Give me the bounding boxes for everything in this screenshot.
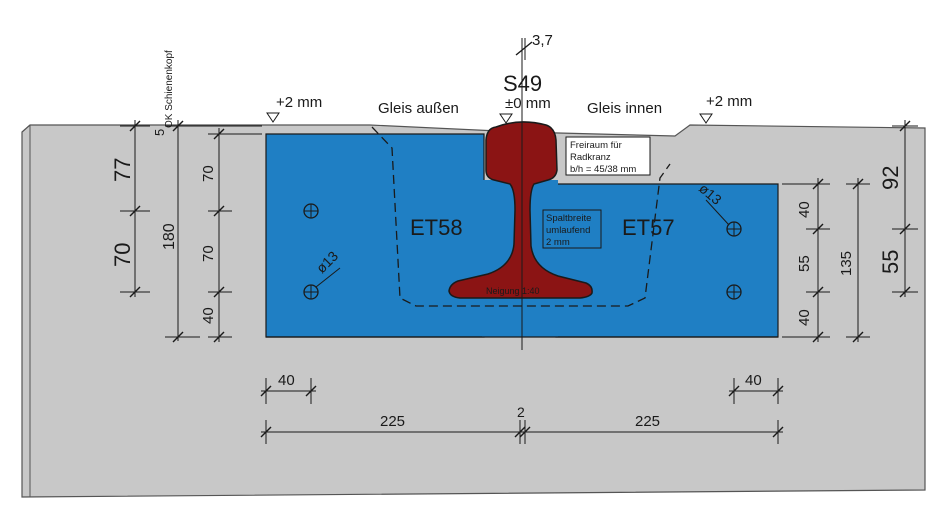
dim-block-left-tick-4 [213, 331, 225, 343]
dim-block-right-tick-2 [812, 223, 824, 235]
block-right-name: ET57 [622, 215, 675, 240]
dim-block-right-total-tick-bot [852, 331, 864, 343]
dim-bottom-gap-label: 2 [517, 404, 525, 420]
dim-block-left-tick-1 [213, 128, 225, 140]
rail-profile-label: S49 [503, 71, 542, 96]
dim-bottom-40-right-label: 40 [745, 372, 762, 389]
dim-bottom-40-left-label: 40 [278, 372, 295, 389]
block-left-name: ET58 [410, 215, 463, 240]
dim-right-bottom-label: 55 [878, 250, 903, 274]
dim-block-right-tick-3 [812, 286, 824, 298]
hole-right-leader [705, 199, 730, 226]
dim-right-tick-mid [899, 223, 911, 235]
dim-left-top-label: 77 [110, 158, 135, 182]
dim-left-total-tick-top [172, 120, 184, 132]
dim-bottom-225-tick-b [772, 426, 784, 438]
dim-bottom-40-right-tick-a [728, 385, 740, 397]
dim-block-left-tick-3 [213, 286, 225, 298]
level-outer-label: +2 mm [276, 94, 322, 111]
dim-block-right-tick-4 [812, 331, 824, 343]
track-outside-label: Gleis außen [378, 100, 459, 117]
hole-right-lower [726, 284, 742, 300]
level-inner-label: +2 mm [706, 93, 752, 110]
flange-note-line1: Freiraum für [570, 140, 622, 151]
dim-left-total-tick-bot [172, 331, 184, 343]
gap-note-box [542, 209, 602, 249]
rail-level-label: ±0 mm [505, 95, 551, 112]
dim-left-tick-top [129, 120, 141, 132]
rail-head-top-label: OK Schienenkopf [164, 50, 175, 128]
flange-note-line2: Radkranz [570, 152, 611, 163]
dim-block-right-total-label: 135 [838, 251, 855, 276]
dim-bottom-40-right-tick-b [772, 385, 784, 397]
dim-block-left-low-label: 40 [200, 307, 217, 324]
dim-block-left-upper-label: 70 [200, 165, 217, 182]
rail-profile [448, 121, 593, 299]
rail-level-marker [499, 113, 513, 124]
dim-right-top-label: 92 [878, 166, 903, 190]
dim-block-left-tick-2 [213, 205, 225, 217]
gap-note-line3: 2 mm [546, 237, 570, 248]
dim-left-tick-low [129, 286, 141, 298]
dim-left-tick-mid [129, 205, 141, 217]
dim-bottom-225-left-label: 225 [380, 413, 405, 430]
dim-block-right-low-label: 40 [796, 309, 813, 326]
dim-block-right-upper-label: 40 [796, 201, 813, 218]
hole-left-leader [315, 267, 341, 288]
dim-right-tick-low [899, 286, 911, 298]
dim-left-total-label: 180 [161, 223, 178, 250]
inclination-label: Neigung 1:40 [486, 286, 540, 296]
slab-bevel-left [21, 124, 31, 133]
hole-left-upper [303, 203, 319, 219]
gap-note-line1: Spaltbreite [546, 213, 591, 224]
dim-bottom-40-left-tick-a [260, 385, 272, 397]
flange-note-line3: b/h = 45/38 mm [570, 164, 636, 175]
dim-left-bottom-label: 70 [110, 243, 135, 267]
dim-right-tick-top [899, 120, 911, 132]
dim-bottom-225-right-label: 225 [635, 413, 660, 430]
dim-left-5-label: 5 [152, 129, 167, 136]
hole-left-lower [303, 284, 319, 300]
level-outer-marker [266, 112, 280, 123]
track-inside-label: Gleis innen [587, 100, 662, 117]
dim-block-right-tick-1 [812, 178, 824, 190]
hole-right-upper [726, 221, 742, 237]
dim-bottom-40-left-tick-b [305, 385, 317, 397]
rail-offset-label: 3,7 [532, 32, 553, 49]
dim-bottom-225-tick-c [514, 426, 526, 438]
rail-offset-tick [515, 41, 533, 56]
dim-bottom-225-tick-a [260, 426, 272, 438]
dim-block-left-mid-label: 70 [200, 245, 217, 262]
dim-block-right-total-tick-top [852, 178, 864, 190]
flange-note-box [565, 136, 651, 176]
level-inner-marker [699, 113, 713, 124]
dim-block-right-mid-label: 55 [796, 255, 813, 272]
block-et57 [555, 183, 779, 338]
gap-note-line2: umlaufend [546, 225, 590, 236]
dim-bottom-225-tick-d [519, 426, 531, 438]
